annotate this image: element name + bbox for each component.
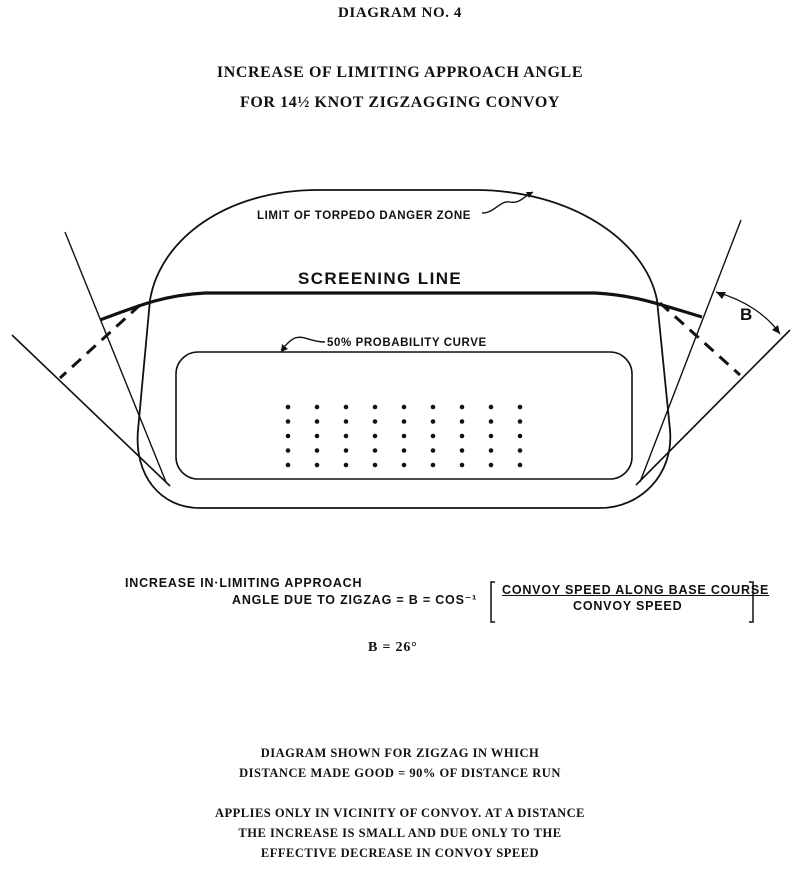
- torpedo-danger-zone-boundary: [136, 189, 672, 509]
- convoy-ship: [314, 462, 320, 468]
- right-dashed-approach: [658, 301, 742, 377]
- convoy-ship: [488, 404, 494, 410]
- convoy-ship: [488, 433, 494, 439]
- convoy-ship: [401, 404, 407, 410]
- convoy-ship: [517, 419, 523, 424]
- convoy-ship: [459, 433, 465, 439]
- screening-line-label: SCREENING LINE: [298, 269, 462, 288]
- note-1-line-1: DIAGRAM SHOWN FOR ZIGZAG IN WHICH: [260, 746, 540, 760]
- convoy-ship: [517, 404, 523, 410]
- convoy-formation: [285, 404, 523, 468]
- convoy-ship: [488, 419, 494, 424]
- probability-curve-50: [175, 351, 633, 480]
- formula-numerator: CONVOY SPEED ALONG BASE COURSE: [502, 583, 770, 597]
- formula-line-1: INCREASE IN·LIMITING APPROACH: [125, 576, 363, 590]
- note-2-line-3: EFFECTIVE DECREASE IN CONVOY SPEED: [260, 846, 540, 860]
- convoy-ship: [285, 404, 291, 410]
- convoy-ship: [488, 448, 494, 453]
- convoy-ship: [459, 462, 465, 468]
- convoy-ship: [459, 404, 465, 410]
- formula-bracket-right: [749, 581, 754, 623]
- convoy-ship: [314, 433, 320, 439]
- convoy-ship: [430, 448, 436, 453]
- danger-zone-leader: [481, 191, 534, 214]
- convoy-ship: [372, 433, 378, 439]
- convoy-ship: [314, 404, 320, 410]
- convoy-ship: [401, 462, 407, 468]
- note-2-line-2: THE INCREASE IS SMALL AND DUE ONLY TO TH…: [238, 826, 562, 840]
- convoy-ship: [372, 448, 378, 453]
- convoy-ship: [314, 419, 320, 424]
- diagram-number: DIAGRAM NO. 4: [337, 5, 463, 21]
- convoy-ship: [430, 419, 436, 424]
- right-approach-line-inner: [639, 219, 742, 483]
- probability-curve-leader-arrow: [281, 344, 288, 352]
- convoy-ship: [517, 433, 523, 439]
- formula-line-2: ANGLE DUE TO ZIGZAG = B = COS⁻¹: [232, 593, 478, 607]
- convoy-ship: [285, 462, 291, 468]
- convoy-ship: [430, 462, 436, 468]
- convoy-ship: [372, 404, 378, 410]
- convoy-ship: [314, 448, 320, 453]
- angle-b-arrow-bottom: [772, 325, 780, 334]
- danger-zone-leader-arrow: [526, 192, 533, 198]
- convoy-ship: [459, 448, 465, 453]
- angle-b-label: B: [740, 305, 752, 324]
- title-line-1: INCREASE OF LIMITING APPROACH ANGLE: [216, 64, 584, 81]
- screening-line: [99, 291, 703, 322]
- convoy-ship: [430, 404, 436, 410]
- convoy-ship: [343, 419, 349, 424]
- convoy-ship: [285, 448, 291, 453]
- left-dashed-approach: [58, 303, 142, 380]
- convoy-ship: [343, 462, 349, 468]
- convoy-ship: [343, 448, 349, 453]
- probability-curve-label: 50% PROBABILITY CURVE: [327, 337, 487, 349]
- convoy-ship: [401, 419, 407, 424]
- note-1-line-2: DISTANCE MADE GOOD = 90% OF DISTANCE RUN: [239, 766, 561, 780]
- left-approach-line-inner: [64, 231, 167, 483]
- convoy-ship: [285, 419, 291, 424]
- convoy-ship: [488, 462, 494, 468]
- right-approach-line-outer: [635, 329, 791, 486]
- formula-result: B = 26°: [368, 640, 418, 655]
- convoy-ship: [372, 419, 378, 424]
- convoy-ship: [459, 419, 465, 424]
- convoy-ship: [372, 462, 378, 468]
- convoy-ship: [401, 433, 407, 439]
- convoy-ship: [285, 433, 291, 439]
- probability-curve-leader: [280, 336, 326, 351]
- convoy-ship: [517, 462, 523, 468]
- title-line-2: FOR 14½ KNOT ZIGZAGGING CONVOY: [239, 94, 561, 111]
- formula-denominator: CONVOY SPEED: [573, 599, 683, 613]
- convoy-ship: [343, 433, 349, 439]
- danger-zone-label: LIMIT OF TORPEDO DANGER ZONE: [257, 210, 471, 222]
- convoy-ship: [430, 433, 436, 439]
- left-approach-line-outer: [11, 334, 171, 487]
- convoy-ship: [401, 448, 407, 453]
- convoy-ship: [343, 404, 349, 410]
- convoy-ship: [517, 448, 523, 453]
- note-2-line-1: APPLIES ONLY IN VICINITY OF CONVOY. AT A…: [214, 806, 586, 820]
- formula-bracket-left: [490, 581, 495, 623]
- angle-b-arrow-top: [716, 292, 726, 299]
